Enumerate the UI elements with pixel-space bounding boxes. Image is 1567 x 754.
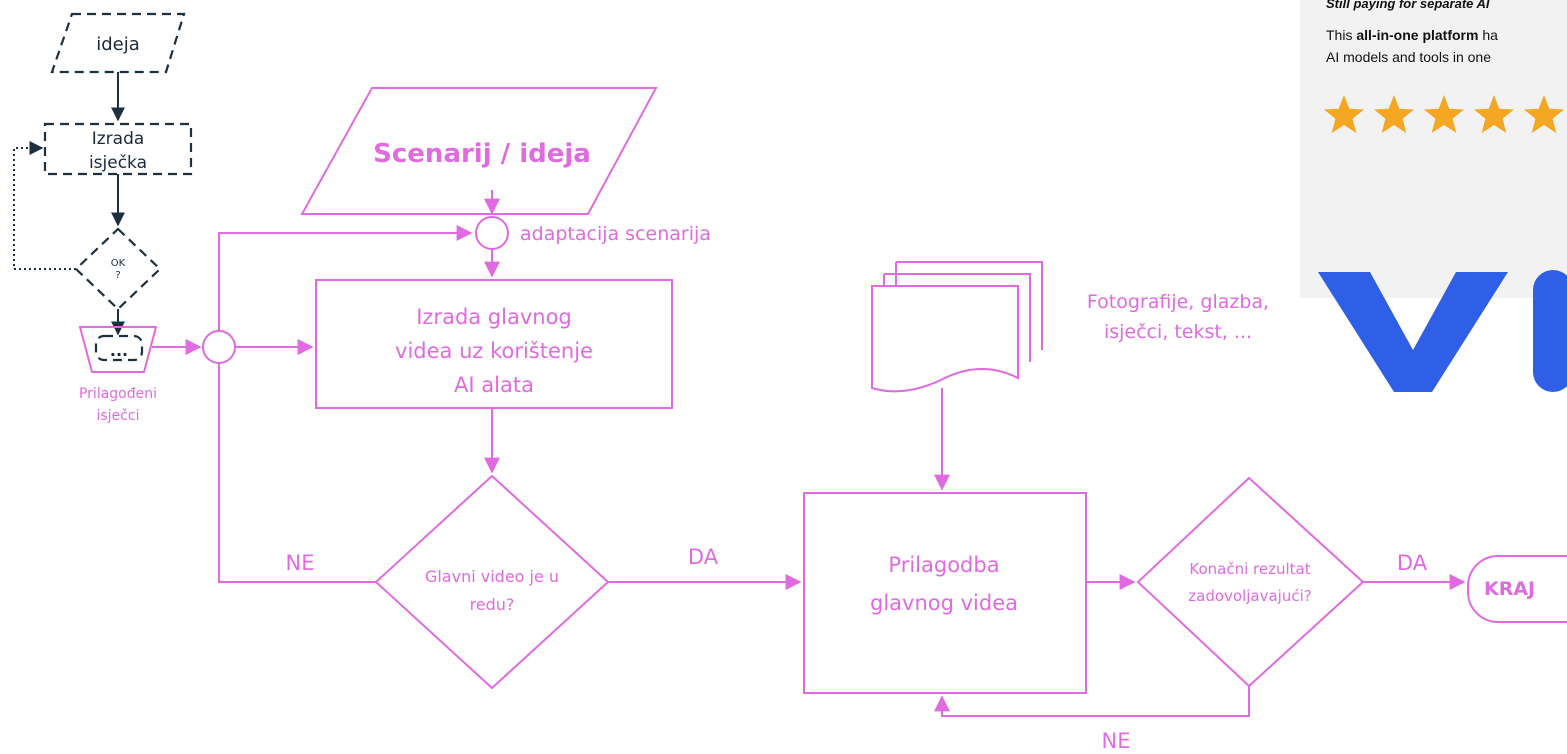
media-line2: isječci, tekst, ... <box>1104 321 1252 343</box>
mini-start-shape <box>50 12 186 74</box>
arrow-merge-to-adaptation <box>218 225 473 331</box>
star-icon <box>1424 95 1464 133</box>
make-video-line3: AI alata <box>454 373 534 397</box>
mini-clips-store-label: ... <box>110 341 128 360</box>
adjust-line1: Prilagodba <box>888 553 999 577</box>
end-label: KRAJ <box>1484 578 1535 600</box>
ad-body-line2: AI models and tools in one <box>1326 49 1491 65</box>
check2-no-label: NE <box>1102 729 1131 753</box>
ad-background <box>1300 0 1567 298</box>
mini-clips-inner-shape <box>94 334 144 362</box>
adaptation-connector <box>475 216 509 250</box>
check1-line1: Glavni video je u <box>425 567 559 586</box>
rating-stars <box>1324 95 1564 133</box>
ad-body-line1: This all-in-one platform ha <box>1326 27 1498 43</box>
make-video-line1: Izrada glavnog <box>416 305 572 329</box>
star-icon <box>1324 95 1364 133</box>
star-icon <box>1474 95 1514 133</box>
logo-letter-i <box>1533 270 1567 392</box>
adjust-video-shape <box>803 492 1087 694</box>
mini-loop-back-arrow <box>13 141 76 270</box>
make-video-line2: videa uz korištenje <box>395 339 593 363</box>
ad-logo <box>1318 270 1567 392</box>
clips-caption-line2: isječci <box>97 408 140 424</box>
ad-panel[interactable]: Still paying for separate AI This all-in… <box>1300 0 1567 392</box>
clips-caption-line1: Prilagođeni <box>79 386 157 402</box>
check1-line2: redu? <box>470 595 515 614</box>
scenario-label: Scenarij / ideja <box>373 139 591 169</box>
check2-line2: zadovoljavajući? <box>1188 587 1311 605</box>
scenario-shape <box>300 87 658 215</box>
check2-shape <box>1136 476 1365 688</box>
mini-check-line2: ? <box>115 270 120 281</box>
check2-line1: Konačni rezultat <box>1189 560 1310 578</box>
mini-flowchart: ideja Izrada isječka OK ? ... Prilagođen… <box>13 12 193 424</box>
ad-top-text: Still paying for separate AI <box>1326 0 1490 11</box>
logo-letter-v <box>1318 272 1508 392</box>
merge-connector <box>202 330 236 364</box>
mini-make-clip-line1: Izrada <box>92 129 145 149</box>
media-documents-shape <box>871 261 1043 393</box>
check2-yes-label: DA <box>1397 551 1428 575</box>
check1-shape <box>374 474 610 690</box>
check1-yes-label: DA <box>688 545 719 569</box>
star-icon <box>1374 95 1414 133</box>
adaptation-label: adaptacija scenarija <box>520 223 711 245</box>
main-flowchart: Scenarij / ideja adaptacija scenarija Iz… <box>152 87 1567 753</box>
media-line1: Fotografije, glazba, <box>1087 291 1269 313</box>
mini-make-clip-line2: isječka <box>89 153 147 173</box>
adjust-line2: glavnog videa <box>870 591 1018 615</box>
arrow-check2-no-loop <box>934 686 1250 717</box>
check1-no-label: NE <box>286 551 315 575</box>
mini-clips-store-shape <box>78 326 158 373</box>
star-icon <box>1524 95 1564 133</box>
mini-make-clip-shape <box>43 122 193 176</box>
end-terminator-shape <box>1467 555 1567 623</box>
arrow-check1-no-loop <box>218 363 376 583</box>
make-video-shape <box>315 279 673 409</box>
mini-start-label: ideja <box>96 34 140 55</box>
mini-check-shape <box>74 227 162 311</box>
mini-check-line1: OK <box>111 258 126 269</box>
